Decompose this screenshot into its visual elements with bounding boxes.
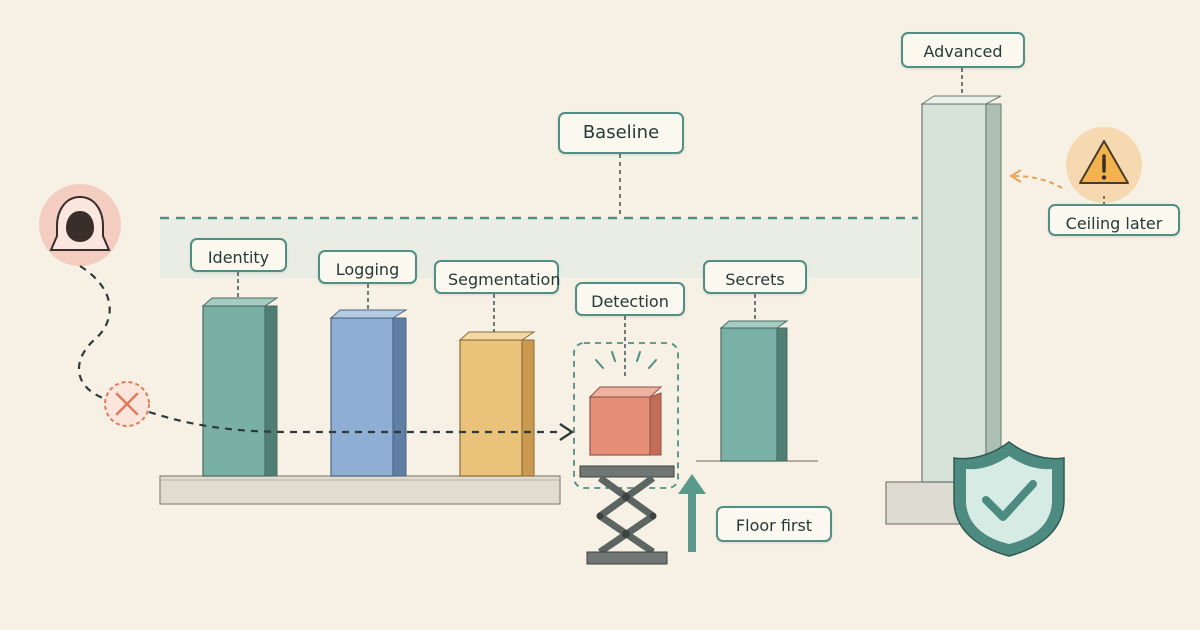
attack-path-line (148, 410, 560, 434)
pillar-detection (588, 386, 663, 456)
hooded-attacker-icon (39, 184, 121, 266)
secrets-label: Secrets (703, 260, 807, 294)
pillar-logging (329, 309, 408, 477)
identity-label: Identity (190, 238, 287, 272)
ceiling-arrow (1009, 169, 1063, 189)
up-arrow-icon (678, 474, 706, 552)
warning-triangle-icon (1066, 127, 1142, 203)
pillar-identity (201, 297, 279, 477)
ceiling-later-label: Ceiling later (1048, 204, 1180, 236)
logging-label: Logging (318, 250, 417, 284)
attack-path-arrowhead (559, 423, 575, 441)
ground-platform (159, 475, 561, 505)
scissor-lift-icon (579, 465, 675, 565)
detection-label: Detection (575, 282, 685, 316)
pillar-secrets (719, 320, 789, 462)
baseline-label: Baseline (558, 112, 684, 154)
shield-check-icon (953, 441, 1065, 557)
segmentation-label: Segmentation (434, 260, 560, 294)
floor-first-label: Floor first (716, 506, 832, 542)
pillar-segmentation (458, 331, 536, 477)
detection-glow-rays (595, 351, 657, 369)
attack-path-curve (77, 265, 111, 402)
blocked-x-icon (104, 381, 150, 427)
advanced-label: Advanced (901, 32, 1025, 68)
